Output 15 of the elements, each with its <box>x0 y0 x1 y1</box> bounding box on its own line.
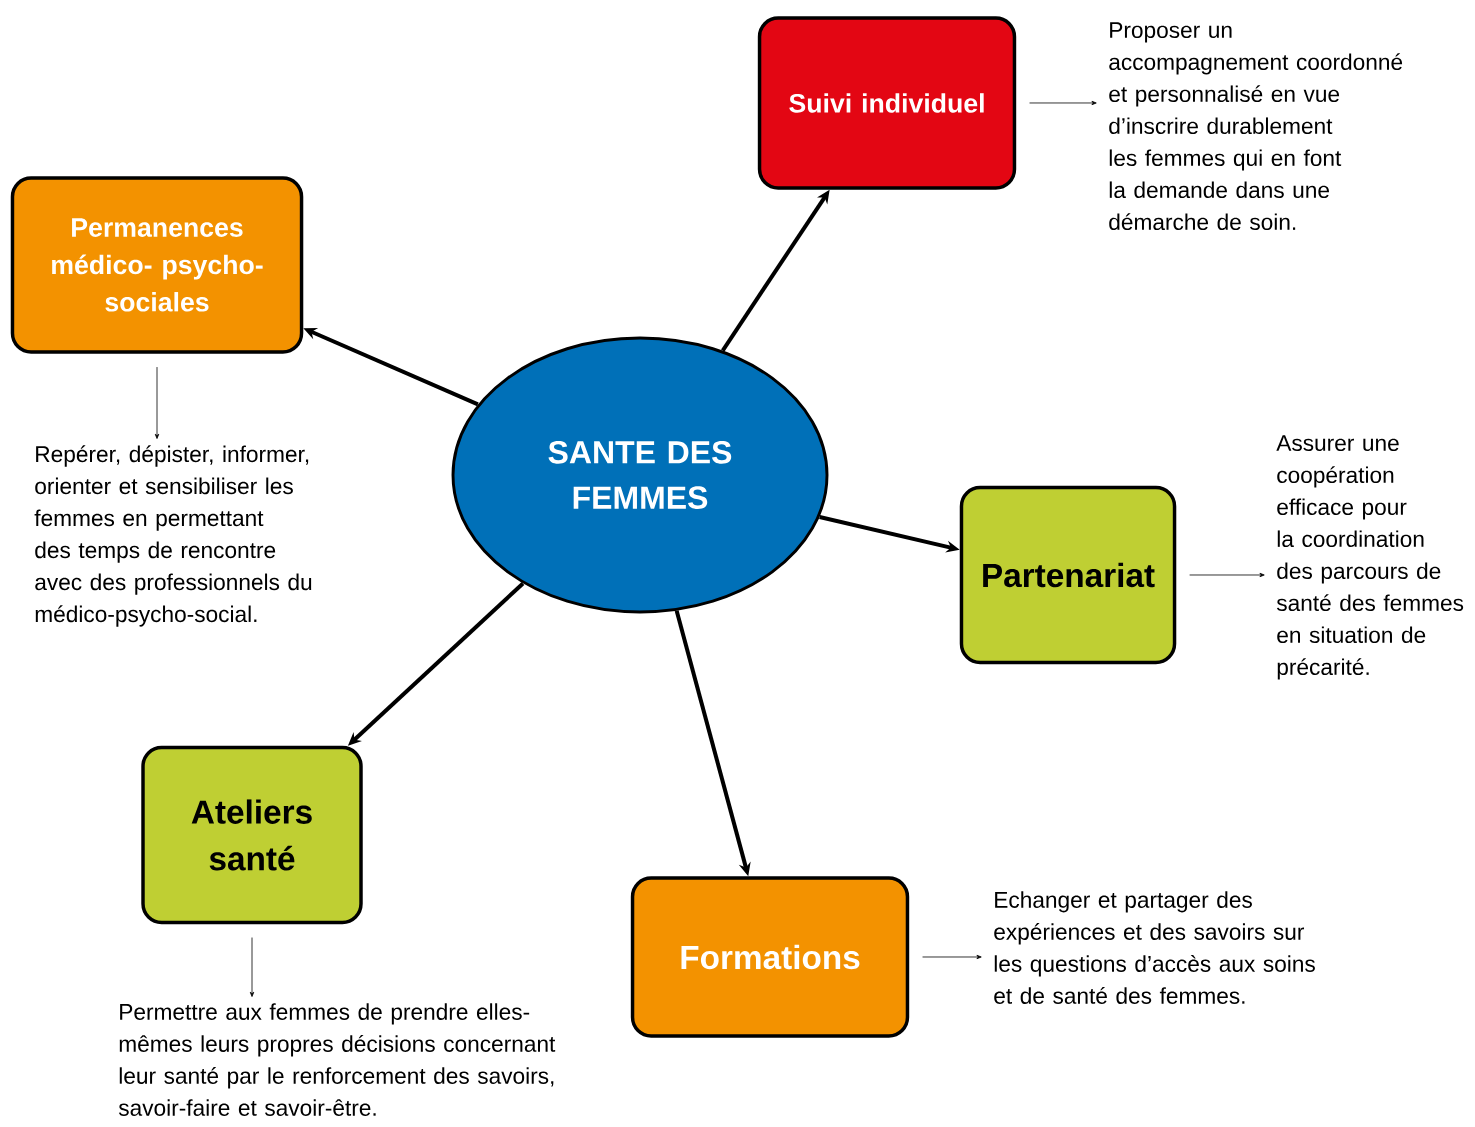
topic-box: Partenariat <box>959 485 1177 665</box>
description-text: Proposer un accompagnement coordonné et personnalisé en vue d’inscrire durablement les femmes qui en font la demande dans une démarche de soin. <box>1109 22 1403 231</box>
topic-box: Suivi individuel <box>757 16 1017 190</box>
topic-box: Permanences médico- psycho-sociales <box>10 176 304 354</box>
arrow <box>1189 572 1265 578</box>
topic-box: Ateliers santé <box>141 745 363 925</box>
arrow <box>1029 100 1097 106</box>
description-text: Echanger et partager des expériences et des savoirs sur les questions d’accès aux soins et de santé des femmes. <box>994 891 1315 1004</box>
topic-box: Formations <box>630 876 910 1038</box>
arrow <box>154 366 160 439</box>
description-text: Assurer une coopération efficace pour la coordination des parcours de santé des femmes en situation de précarité. <box>1276 435 1464 680</box>
arrow <box>922 954 982 960</box>
description-text: Permettre aux femmes de prendre elles-mêmes leurs propres décisions concernant leur santé par le renforcement des savoirs, savoir-faire et savoir-être. <box>118 1003 556 1116</box>
arrow <box>249 937 255 997</box>
description-text: Repérer, dépister, informer, orienter et sensibiliser les femmes en permettant des temps de rencontre avec des professionnels du médico-psycho-social. <box>34 445 312 627</box>
